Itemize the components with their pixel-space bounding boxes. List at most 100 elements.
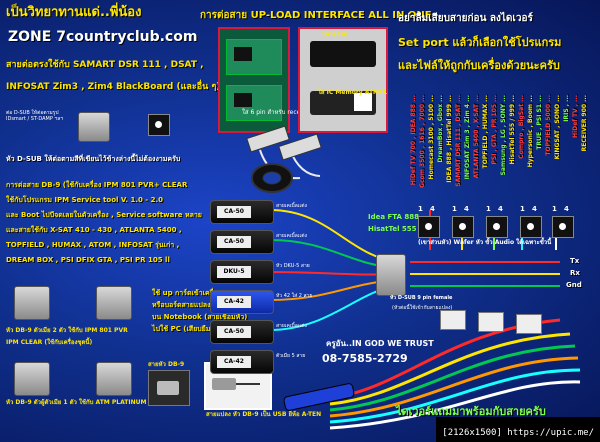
pin-header bbox=[552, 216, 574, 238]
wafer-connector-2 bbox=[478, 312, 504, 332]
header-line1: เป็นวิทยาทานแด่..พี่น้อง bbox=[6, 5, 142, 20]
dongle-ca42-2: CA-42 bbox=[210, 350, 274, 374]
hint-line: หรือบอร์ดสายแปลงเพื่อ up bbox=[152, 301, 235, 309]
dongle-note: สายเคเบิ้ลเเต่ง bbox=[276, 233, 307, 239]
hint-line: บน Notebook (สายเชื่อมหัว) bbox=[152, 313, 248, 321]
dsub9-female bbox=[376, 254, 406, 296]
receiver-model-label: Gcom 3500 , 1616 , 7000 ... bbox=[419, 95, 426, 188]
usage-line: DREAM BOX , PSI DFIX GTA , PSI PR 105 ll bbox=[6, 256, 170, 264]
db9-connector-2 bbox=[96, 286, 132, 320]
receiver-model-label: PSI , GTA , PR 105 ... bbox=[491, 95, 498, 165]
db9-connector-4 bbox=[96, 362, 132, 396]
receiver-model-label: Compro , BigSat ... bbox=[518, 95, 525, 159]
usage-line: TOPFIELD , HUMAX , ATOM , INFOSAT รุ่นเก… bbox=[6, 241, 180, 249]
note-line1: อย่าลืมเสียบสายก่อน ลงไดเวอร์ bbox=[398, 13, 533, 24]
receiver-model-label: TOPFIELD 5000 ... bbox=[545, 95, 552, 156]
pin-number: 1 bbox=[552, 205, 557, 213]
pin-number: 1 bbox=[520, 205, 525, 213]
contact-label: ครูอัน..IN GOD WE TRUST bbox=[326, 339, 434, 348]
note-line2: Set port แล้วก็เลือกใช้โปรแกรม bbox=[398, 36, 562, 49]
pin-number: 4 bbox=[430, 205, 435, 213]
db9-connector-3 bbox=[14, 362, 50, 396]
receiver-model-label: KINGSAT , SONO ... bbox=[554, 95, 561, 160]
dongle-ca50-3: CA-50 bbox=[210, 320, 274, 344]
dongle-ca42-1: CA-42 bbox=[210, 290, 274, 314]
dongle-note: หัว DKU-5 สาย bbox=[276, 263, 310, 269]
receiver-model-label: HiDef TV , ... bbox=[572, 95, 579, 138]
pin-header bbox=[520, 216, 542, 238]
hint-line: ใช้ up การ์ดเข้าเครื่อง bbox=[152, 289, 222, 297]
receiver-model-label: DreamBox , Gbox ... bbox=[437, 95, 444, 163]
pin-number: 4 bbox=[564, 205, 569, 213]
pin-header bbox=[452, 216, 474, 238]
top-banner: การต่อสาย UP-LOAD INTERFACE ALL IN ONE bbox=[200, 10, 432, 21]
dsub-small-note: ต่อ D-SUB ให้ต่อตามรูป IDsmart / ST-DAMP… bbox=[6, 110, 64, 122]
pin-number: 1 bbox=[452, 205, 457, 213]
usage-line: และ Boot ไปบีจดเลยในตัวเครื่อง , Service… bbox=[6, 211, 202, 219]
receiver-model-label: IRIS , ... bbox=[563, 95, 570, 122]
db9-note-b: IPM CLEAR (ใช้กับเครื่องชุดนี้) bbox=[6, 339, 93, 346]
pin-number: 4 bbox=[532, 205, 537, 213]
photo-label-3: ใส่ IC Memory ATMEL bbox=[318, 89, 387, 96]
dsub-note: หัว D-SUB ให้ต่อตามสีที่เขียนไว้ข้างล่าง… bbox=[6, 155, 181, 163]
pin-header-left bbox=[148, 114, 170, 136]
bottom-banner: ไดเวอร์แถมมาพร้อมกับสายครับ bbox=[396, 405, 546, 418]
receiver-model-label: HisatTel 555 / 999 ... bbox=[509, 95, 516, 165]
db9-connector-1 bbox=[14, 286, 50, 320]
dongle-photo-2 bbox=[298, 27, 388, 133]
receiver-model-label: IDEA 888 , HisatTel 999 ... bbox=[446, 95, 453, 183]
dongle-ca50-1: CA-50 bbox=[210, 200, 274, 224]
tx-label: Tx bbox=[570, 257, 580, 265]
receiver-model-label: TOPFIELD , HUMAX ... bbox=[482, 95, 489, 169]
pcb-photo-1 bbox=[218, 27, 290, 133]
gnd-label: Gnd bbox=[566, 281, 582, 289]
rx-label: Rx bbox=[570, 269, 580, 277]
site-name: ZONE 7countryclub.com bbox=[8, 29, 198, 45]
receiver-model-label: TRUE , PSI S1 ... bbox=[536, 95, 543, 150]
receiver-model-label: Homecast 3100 , 5100 ... bbox=[428, 95, 435, 180]
receiver-model-label: Hypersonic , Boom ... bbox=[527, 95, 534, 168]
receiver-model-label: INFOSAT Zim 3 , Zim 4 ... bbox=[464, 95, 471, 180]
wafer-connector-1 bbox=[440, 310, 466, 330]
phone-number: 08-7585-2729 bbox=[322, 352, 408, 365]
usb-caption: สายแปลง หัว DB-9 เป็น USB ยี่ห้อ A-TEN bbox=[206, 411, 322, 418]
pin-number: 1 bbox=[418, 205, 423, 213]
db9-note-a: หัว DB-9 ตัวเมีย 2 ตัว ใช้กับ IPM 801 PV… bbox=[6, 327, 128, 334]
cable-caption: สายหัว DB-9 bbox=[148, 361, 185, 368]
note-line3: และไฟล์ให้ถูกกับเครื่องด้วยนะครับ bbox=[398, 59, 560, 72]
hisattel-label: HisatTel 555 , 999 bbox=[368, 225, 439, 233]
photo-label-2: ปลายสาย bbox=[322, 31, 347, 38]
dsub9-connect-note: (หัวต่อนี้ใช้เข้ากับสายแปลง) bbox=[392, 305, 453, 311]
receiver-model-label: SAMART DSR 111 , DSAT ... bbox=[455, 95, 462, 187]
receiver-model-label: HiDef TV 700 , IDEA 888 ... bbox=[410, 95, 417, 186]
pin-header bbox=[486, 216, 508, 238]
pin-number: 4 bbox=[498, 205, 503, 213]
dongle-dku5: DKU-5 bbox=[210, 260, 274, 284]
pin-number: 4 bbox=[464, 205, 469, 213]
pin-header bbox=[418, 216, 440, 238]
dsub-small bbox=[78, 112, 110, 142]
usage-line: การต่อสาย DB-9 (ใช้กับเครื่อง IPM 801 PV… bbox=[6, 181, 188, 189]
receiver-model-label: RECEIVER 900 ... bbox=[581, 95, 588, 152]
watermark: [2126x1500] https://upic.me/ bbox=[436, 417, 600, 442]
dongle-note: หัว 42 ใส่ 2 สาย bbox=[276, 293, 313, 299]
receiver-model-label: Samsung , LG , SONY ... bbox=[500, 95, 507, 176]
dongle-note: ตัวเมีย 5 สาย bbox=[276, 353, 306, 359]
dongle-note: สายเคเบิ้ลเเต่ง bbox=[276, 323, 307, 329]
dongle-note: สายเคเบิ้ลเเต่ง bbox=[276, 203, 307, 209]
hint-line: ไปใช้ PC (เสียบยืมสายได้) bbox=[152, 325, 234, 333]
idea-label: Idea FTA 888 , bbox=[368, 213, 425, 221]
wafer-note: (เขาส่วนหัว) Wafer หัว ขั้ว Audio ใต้เฉพ… bbox=[418, 239, 552, 246]
models-line1: สายต่อตรงใช้กับ SAMART DSR 111 , DSAT , bbox=[6, 60, 204, 70]
photo-label-1: ใส่ 6 pin สำหรับ receiver bbox=[242, 109, 312, 116]
models-line2: INFOSAT Zim3 , Zim4 BlackBoard (และอื่น … bbox=[6, 82, 221, 92]
dongle-ca50-2: CA-50 bbox=[210, 230, 274, 254]
usage-line: และสายใช้กับ X-SAT 410 - 430 , ATLANTA 5… bbox=[6, 226, 182, 234]
db9-cable-photo bbox=[148, 370, 190, 406]
usage-line: ใช้กับโปรแกรม IPM Service tool V. 1.0 - … bbox=[6, 196, 164, 204]
dsub9-label: หัว D-SUB 9 pin female bbox=[390, 295, 453, 301]
pin-number: 1 bbox=[486, 205, 491, 213]
wafer-connector-3 bbox=[516, 314, 542, 334]
